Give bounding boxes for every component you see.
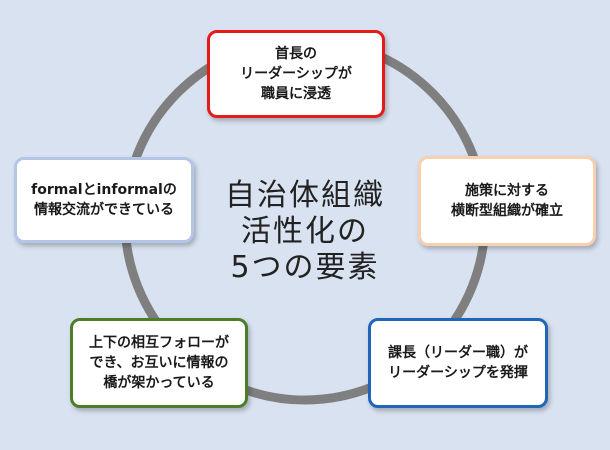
element-text-line: 首長の — [274, 46, 317, 62]
element-text-line: 課長（リーダー職）が — [388, 345, 528, 361]
element-text-line: リーダーシップを発揮 — [388, 365, 528, 381]
center-title-line: 5つの要素 — [230, 250, 380, 285]
element-text-line: 職員に浸透 — [260, 86, 331, 102]
element-box-manager-leadership: 課長（リーダー職）が リーダーシップを発揮 — [368, 318, 548, 408]
element-box-mutual-support: 上下の相互フォローが でき、お互いに情報の 橋が架かっている — [70, 318, 248, 408]
element-text-line: でき、お互いに情報の — [89, 355, 229, 371]
element-text-line: 横断型組織が確立 — [451, 203, 563, 219]
element-text-line: 情報交流ができている — [33, 202, 174, 218]
element-box-leadership: 首長の リーダーシップが 職員に浸透 — [207, 30, 385, 118]
center-title-line: 活性化の — [241, 214, 369, 249]
element-text-line: リーダーシップが — [240, 66, 352, 82]
center-title-line: 自治体組織 — [225, 178, 385, 213]
element-box-cross-functional: 施策に対する 横断型組織が確立 — [418, 156, 596, 246]
center-title: 自治体組織 活性化の 5つの要素 — [205, 178, 405, 286]
element-text-line: formalとinformalの — [31, 182, 177, 198]
element-text-line: 橋が架かっている — [103, 375, 215, 391]
element-text-line: 施策に対する — [465, 183, 549, 199]
element-text-line: 上下の相互フォローが — [89, 335, 229, 351]
element-box-information-exchange: formalとinformalの 情報交流ができている — [14, 157, 194, 243]
